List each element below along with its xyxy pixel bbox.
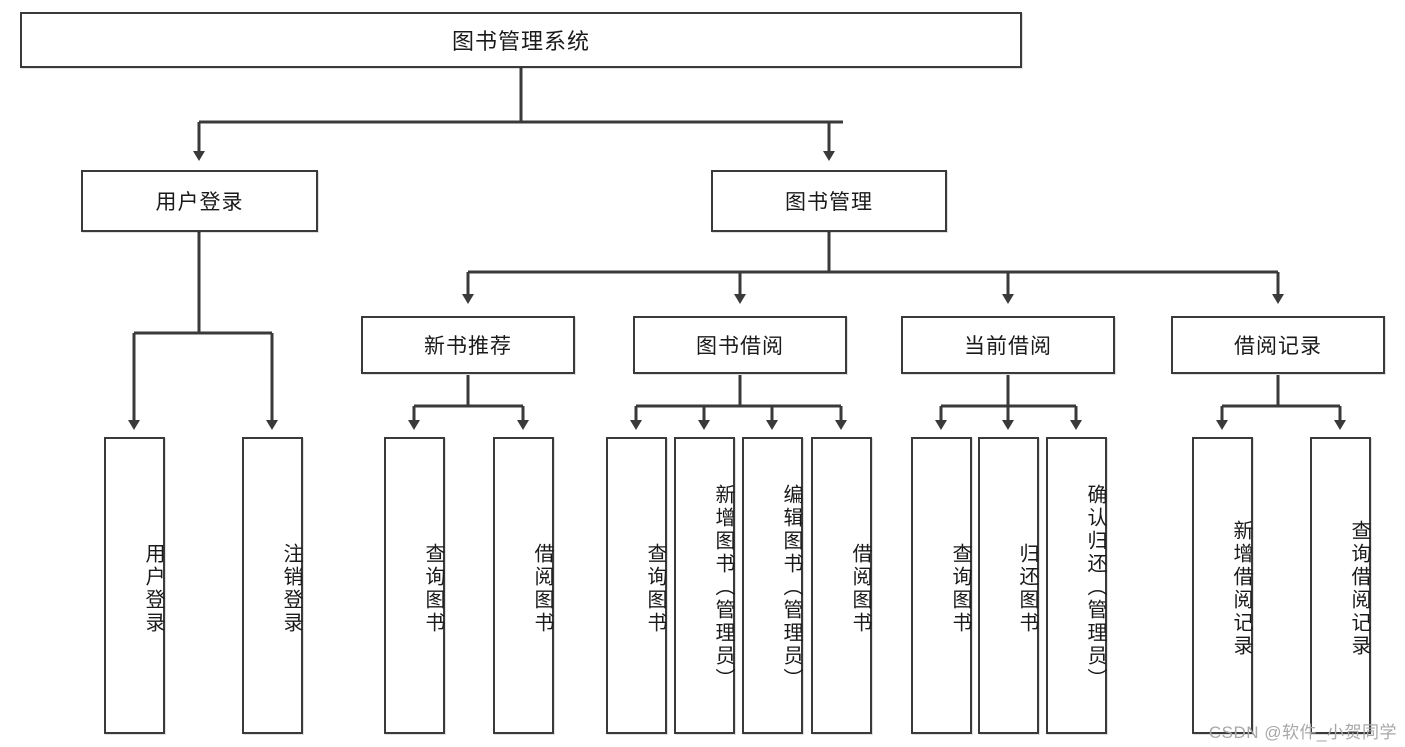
node-leaf-return-book[interactable]: 归还图书 (978, 437, 1039, 734)
node-leaf-query-book-2[interactable]: 查询图书 (606, 437, 667, 734)
node-leaf-confirm-return[interactable]: 确认归还（管理员） (1046, 437, 1107, 734)
node-root[interactable]: 图书管理系统 (20, 12, 1022, 68)
node-leaf-add-book[interactable]: 新增图书（管理员） (674, 437, 735, 734)
node-leaf-borrow-book-1[interactable]: 借阅图书 (493, 437, 554, 734)
node-leaf-query-book-1[interactable]: 查询图书 (384, 437, 445, 734)
node-current-borrow[interactable]: 当前借阅 (901, 316, 1115, 374)
node-book-management[interactable]: 图书管理 (711, 170, 947, 232)
node-leaf-query-record[interactable]: 查询借阅记录 (1310, 437, 1371, 734)
node-borrow-record[interactable]: 借阅记录 (1171, 316, 1385, 374)
node-leaf-logout[interactable]: 注销登录 (242, 437, 303, 734)
node-leaf-edit-book[interactable]: 编辑图书（管理员） (742, 437, 803, 734)
node-leaf-user-login[interactable]: 用户登录 (104, 437, 165, 734)
node-leaf-borrow-book-2[interactable]: 借阅图书 (811, 437, 872, 734)
node-leaf-add-record[interactable]: 新增借阅记录 (1192, 437, 1253, 734)
node-user-login[interactable]: 用户登录 (81, 170, 318, 232)
node-new-book-recommend[interactable]: 新书推荐 (361, 316, 575, 374)
node-leaf-query-book-3[interactable]: 查询图书 (911, 437, 972, 734)
node-book-borrow[interactable]: 图书借阅 (633, 316, 847, 374)
